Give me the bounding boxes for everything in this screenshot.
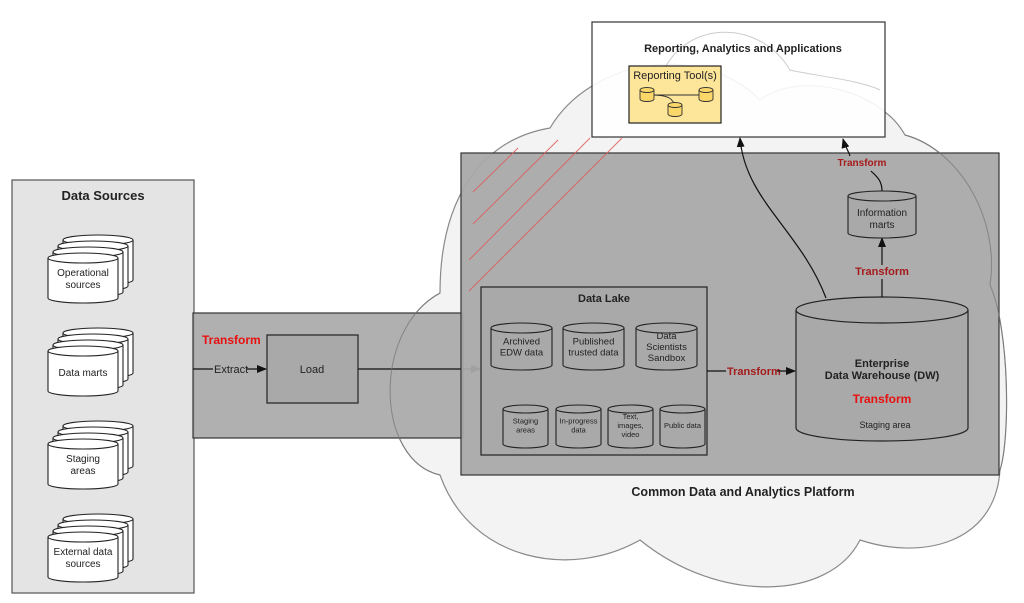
data-lake-area-label: video bbox=[622, 430, 640, 439]
lake-to-dw-transform-label: Transform bbox=[727, 366, 781, 378]
edw-line1: Enterprise bbox=[855, 358, 909, 370]
data-source-label: sources bbox=[65, 280, 100, 291]
data-lake-area-label: images, bbox=[617, 421, 643, 430]
data-lake-title: Data Lake bbox=[578, 293, 630, 305]
platform-title: Common Data and Analytics Platform bbox=[631, 485, 854, 499]
data-source-label: Operational bbox=[57, 268, 109, 279]
information-marts-line2: marts bbox=[870, 220, 895, 231]
data-lake-area-label: In-progress bbox=[560, 417, 598, 426]
edw-staging-label: Staging area bbox=[859, 420, 910, 430]
information-marts-line1: Information bbox=[857, 208, 907, 219]
information-marts-cylinder bbox=[847, 190, 917, 239]
data-source-label: areas bbox=[70, 466, 95, 477]
data-lake-store-label: Scientists bbox=[646, 342, 687, 353]
marts-to-reporting-transform-label: Transform bbox=[838, 158, 887, 169]
data-source-label: External data bbox=[54, 547, 113, 558]
data-lake-area: Text,images,video bbox=[607, 404, 654, 449]
hatch-lines bbox=[468, 137, 623, 292]
edw-transform-label: Transform bbox=[853, 392, 912, 406]
reporting-title: Reporting, Analytics and Applications bbox=[644, 43, 842, 55]
data-lake-area-label: Staging bbox=[513, 417, 538, 426]
load-box bbox=[266, 334, 359, 404]
load-label: Load bbox=[300, 364, 324, 376]
data-sources-title: Data Sources bbox=[61, 188, 144, 203]
reporting-tool-icon bbox=[639, 87, 714, 117]
data-lake-area-label: Text, bbox=[623, 412, 639, 421]
data-lake-store-label: trusted data bbox=[568, 348, 619, 359]
dw-to-reporting-arrow bbox=[736, 137, 827, 299]
data-source-stack: Data marts bbox=[47, 327, 134, 397]
etl-transform-label: Transform bbox=[202, 333, 261, 347]
data-lake-area-label: data bbox=[571, 426, 586, 435]
data-lake-area-label: areas bbox=[516, 426, 535, 435]
data-lake-store-label: Data bbox=[656, 331, 677, 342]
data-lake-area: Public data bbox=[659, 404, 706, 449]
data-source-label: Staging bbox=[66, 454, 100, 465]
data-lake-store-label: Archived bbox=[503, 337, 540, 348]
data-lake-area-label: Public data bbox=[664, 421, 702, 430]
data-source-label: Data marts bbox=[59, 368, 108, 379]
data-lake-store-label: Published bbox=[573, 337, 615, 348]
data-source-label: sources bbox=[65, 559, 100, 570]
extract-label: Extract bbox=[214, 364, 248, 376]
edw-cylinder bbox=[795, 296, 969, 442]
data-lake-store-label: EDW data bbox=[500, 348, 544, 359]
dw-to-marts-transform-label: Transform bbox=[855, 266, 909, 278]
data-lake-store-label: Sandbox bbox=[648, 353, 686, 364]
edw-line2: Data Warehouse (DW) bbox=[825, 370, 940, 382]
reporting-tool-label: Reporting Tool(s) bbox=[633, 70, 717, 82]
